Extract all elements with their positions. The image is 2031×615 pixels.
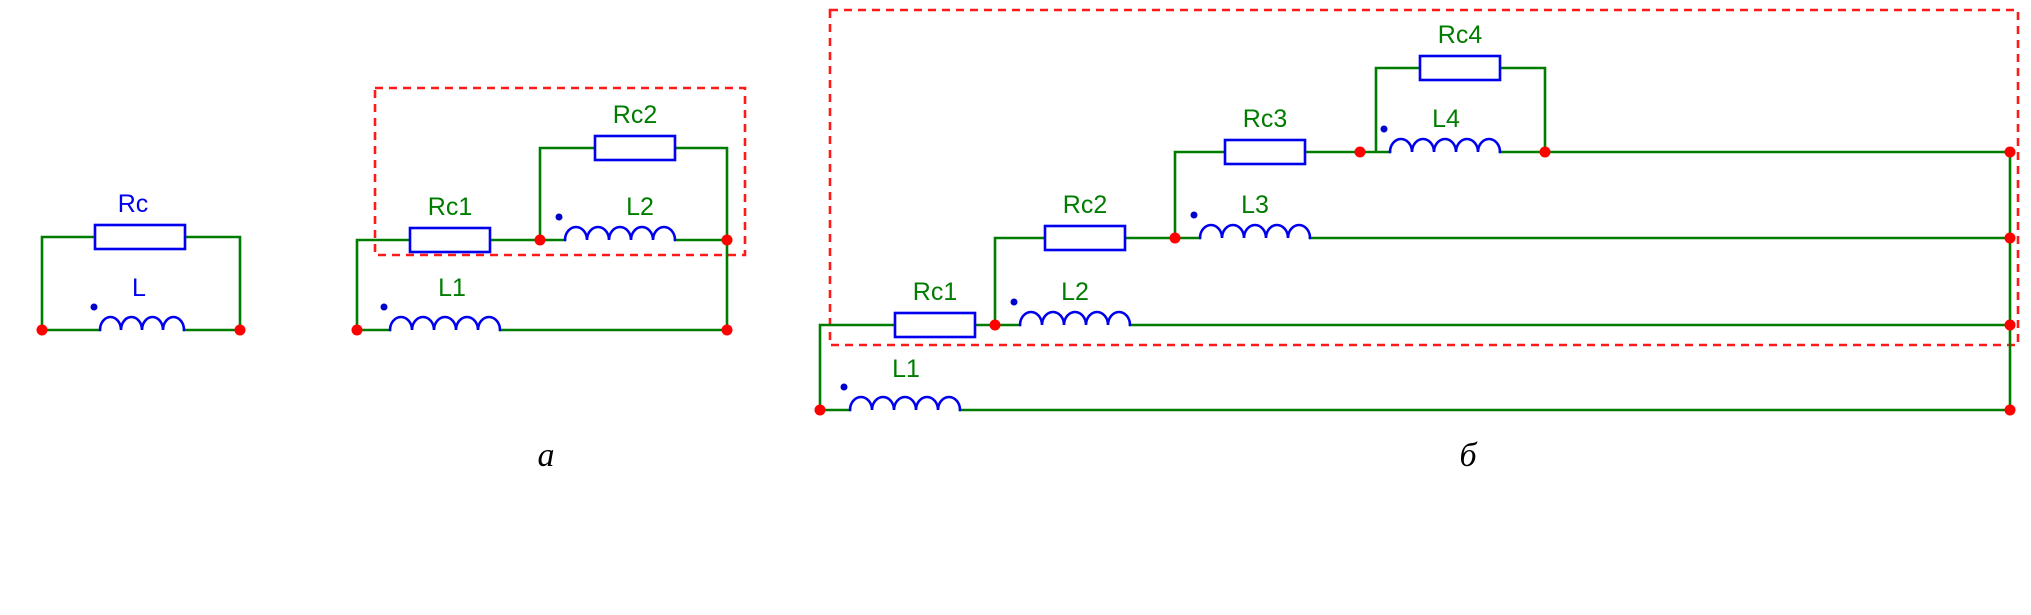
inductor-l4-label: L4 <box>1432 105 1460 133</box>
resistor-rc3-symbol <box>1223 138 1307 166</box>
polarity-dot <box>380 303 388 311</box>
resistor-rc3-label: Rc3 <box>1243 105 1287 133</box>
circuit-four-cell: Rc1 Rc2 Rc3 Rc4 L1 L2 L3 L4 б <box>814 8 2020 474</box>
resistor-rc2-label: Rc2 <box>1063 191 1107 219</box>
inductor-l1-symbol <box>388 315 502 332</box>
equivalent-block-outline <box>828 8 2020 347</box>
junction-node <box>1539 146 1551 158</box>
circuit-two-cell: Rc1 Rc2 L1 L2 а <box>351 86 747 474</box>
junction-node <box>1169 232 1181 244</box>
polarity-dot <box>555 213 563 221</box>
junction-node <box>2004 232 2016 244</box>
junction-node <box>721 234 733 246</box>
inductor-l4-symbol <box>1388 137 1502 154</box>
inductor-l2-label: L2 <box>626 193 654 221</box>
junction-node <box>989 319 1001 331</box>
terminal-node <box>721 324 733 336</box>
inductor-l-label: L <box>132 274 146 302</box>
circuit-single-cell: Rc L <box>36 190 246 336</box>
junction-node <box>1354 146 1366 158</box>
inductor-l2-symbol <box>1018 310 1132 327</box>
resistor-rc1-symbol <box>893 311 977 339</box>
terminal-node <box>234 324 246 336</box>
polarity-dot <box>90 303 98 311</box>
terminal-node <box>2004 404 2016 416</box>
resistor-rc2-symbol <box>593 134 677 162</box>
resistor-rc1-symbol <box>408 226 492 254</box>
wire <box>818 66 2012 412</box>
polarity-dot <box>840 383 848 391</box>
resistor-rc-label: Rc <box>118 190 149 218</box>
terminal-node <box>814 404 826 416</box>
junction-node <box>2004 319 2016 331</box>
inductor-l1-label: L1 <box>438 274 466 302</box>
resistor-rc-symbol <box>93 223 187 251</box>
inductor-l2-symbol <box>563 225 677 242</box>
resistor-rc1-label: Rc1 <box>428 193 472 221</box>
equivalent-block-outline <box>373 86 747 257</box>
resistor-rc1-label: Rc1 <box>913 278 957 306</box>
inductor-l3-symbol <box>1198 223 1312 240</box>
inductor-l1-symbol <box>848 395 962 412</box>
terminal-node <box>36 324 48 336</box>
wire <box>40 235 242 332</box>
junction-node <box>2004 146 2016 158</box>
resistor-rc2-symbol <box>1043 224 1127 252</box>
caption-b: б <box>1459 437 1478 474</box>
inductor-l2-label: L2 <box>1061 278 1089 306</box>
terminal-node <box>351 324 363 336</box>
polarity-dot <box>1380 125 1388 133</box>
resistor-rc2-label: Rc2 <box>613 101 657 129</box>
junction-node <box>534 234 546 246</box>
inductor-l3-label: L3 <box>1241 191 1269 219</box>
inductor-l-symbol <box>98 315 186 332</box>
resistor-rc4-symbol <box>1418 54 1502 82</box>
polarity-dot <box>1010 298 1018 306</box>
caption-a: а <box>538 437 555 474</box>
resistor-rc4-label: Rc4 <box>1438 21 1483 49</box>
inductor-l1-label: L1 <box>892 355 920 383</box>
polarity-dot <box>1190 211 1198 219</box>
